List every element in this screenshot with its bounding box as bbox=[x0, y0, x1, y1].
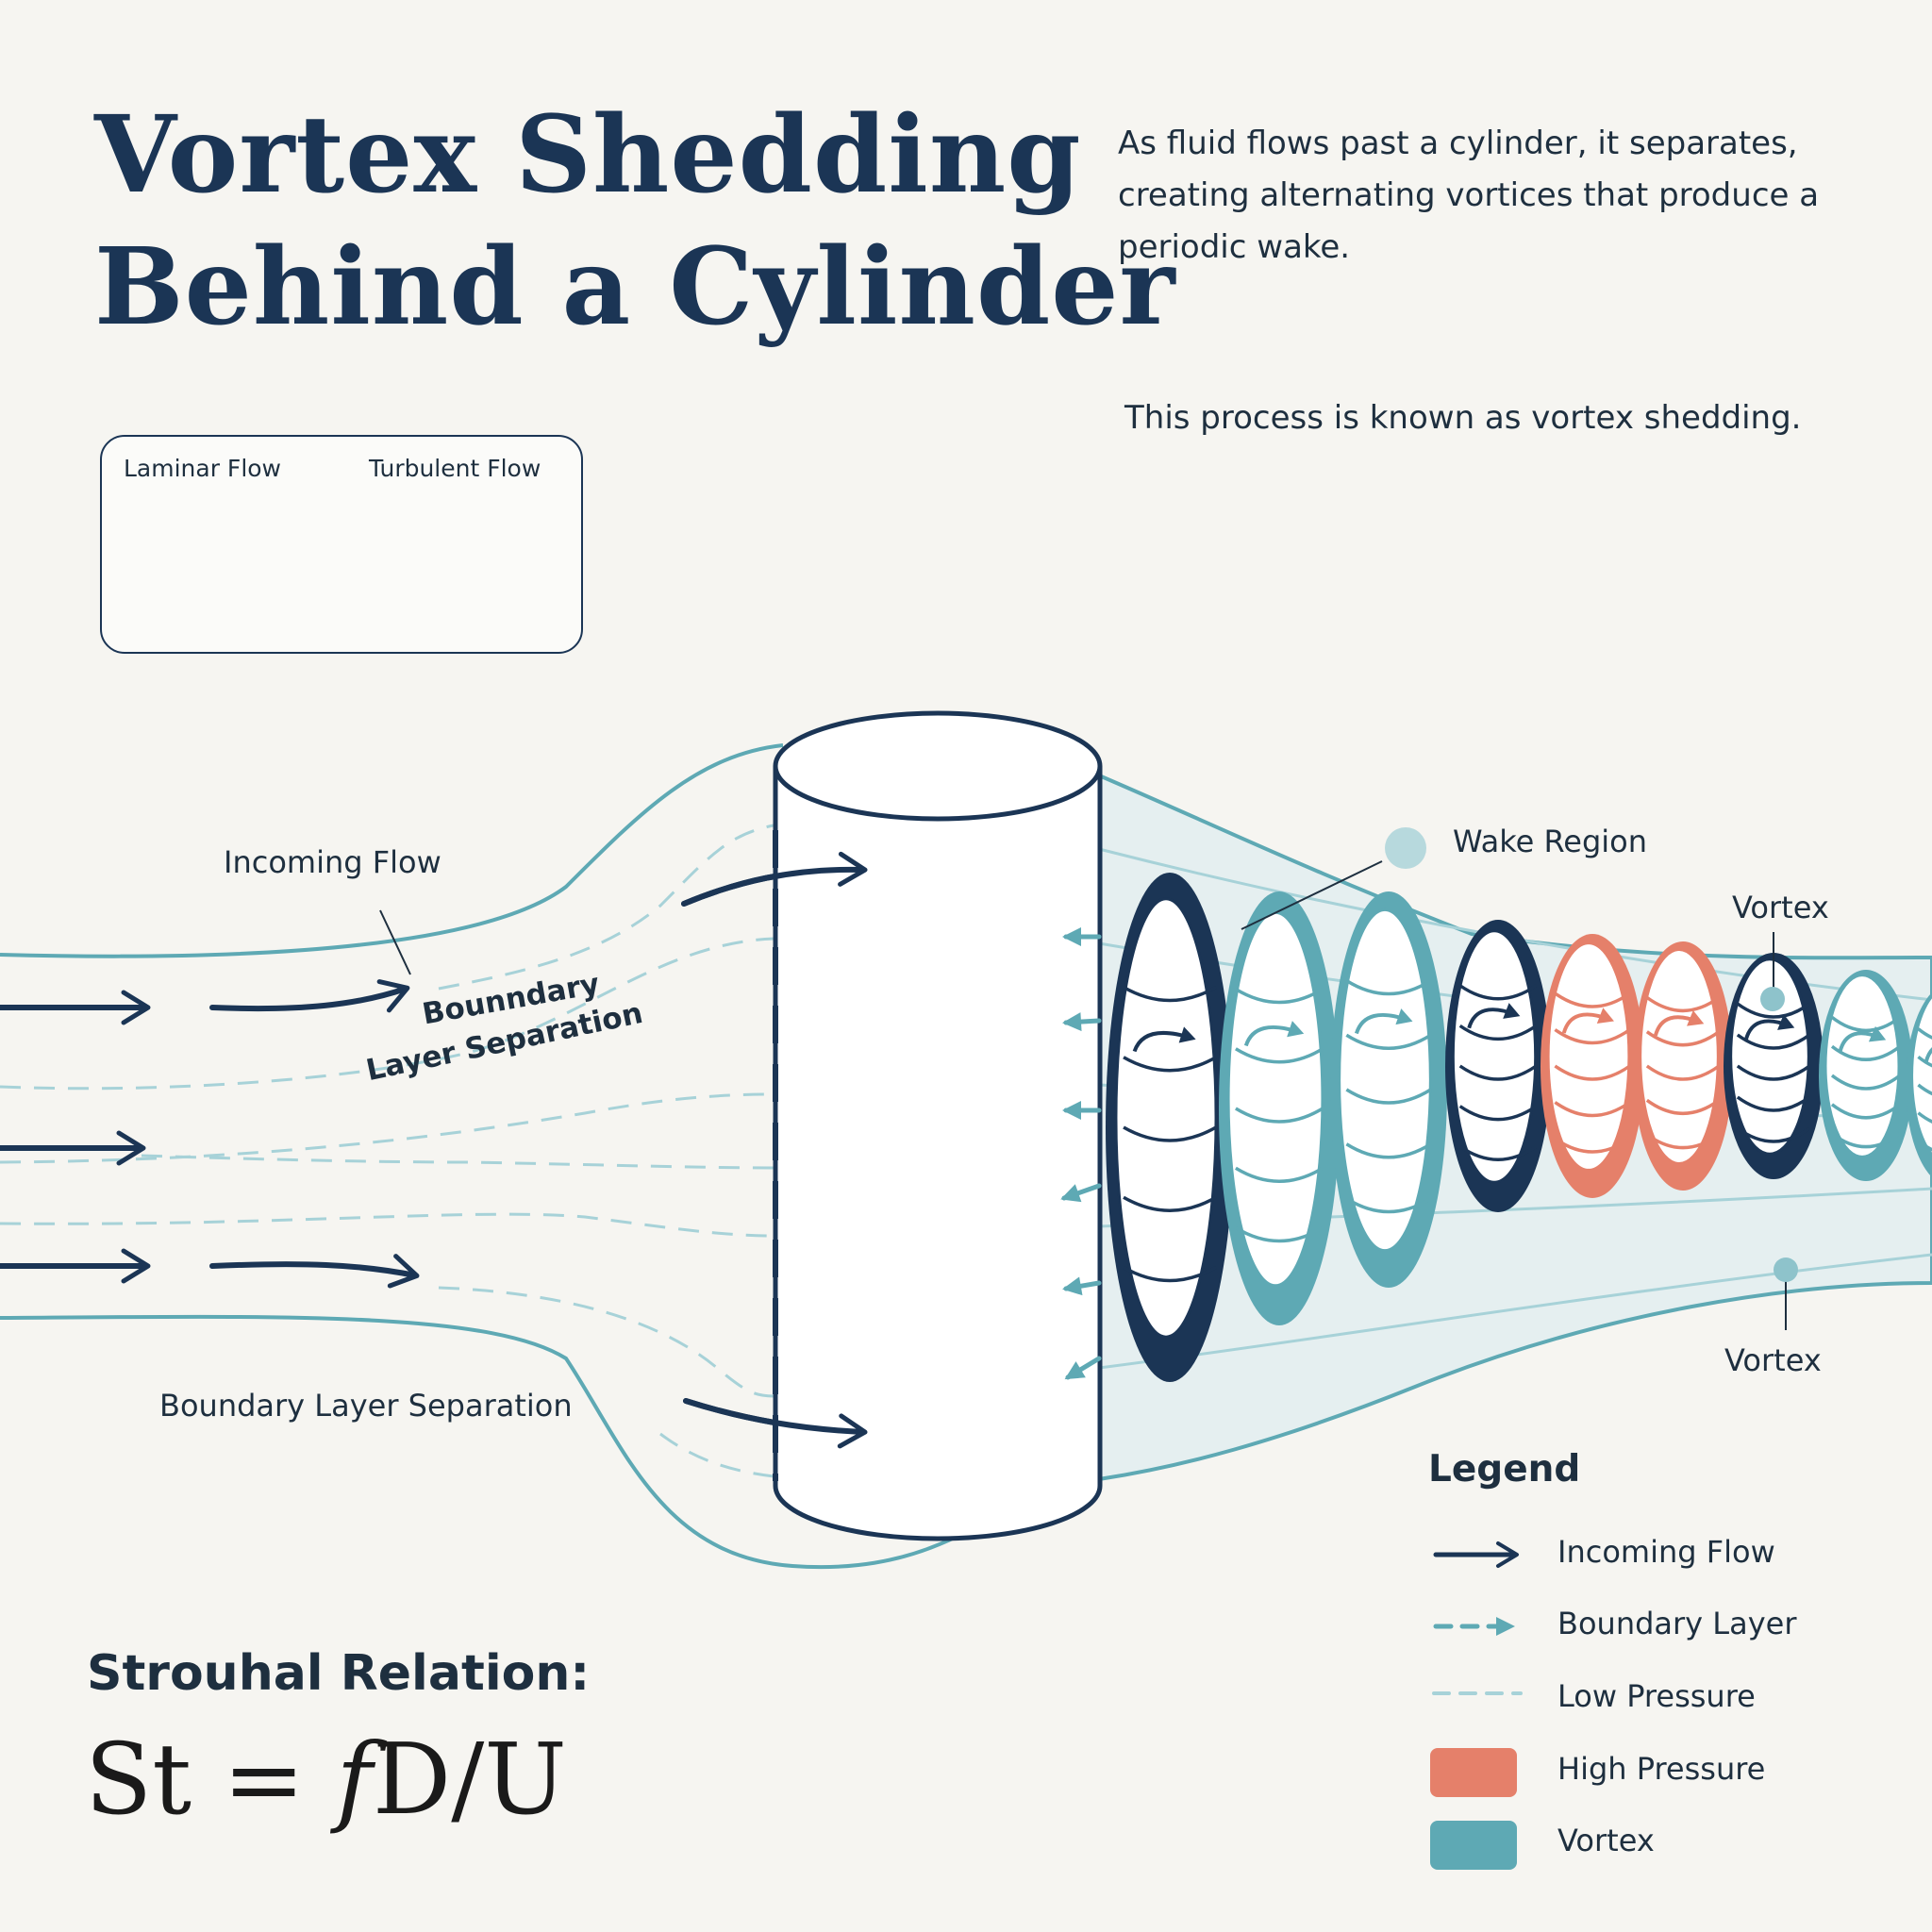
flow-channel-bottom-boundary bbox=[0, 1314, 1058, 1570]
vortex-2 bbox=[1219, 891, 1340, 1325]
title-line-1: Vortex Shedding bbox=[94, 93, 1082, 217]
formula-f: f bbox=[336, 1722, 373, 1837]
legend-high-pressure-swatch bbox=[1430, 1748, 1517, 1797]
vortex-bottom-label: Vortex bbox=[1724, 1342, 1822, 1378]
legend-high-pressure-label: High Pressure bbox=[1557, 1751, 1766, 1787]
legend-vortex-swatch bbox=[1430, 1821, 1517, 1870]
strouhal-heading: Strouhal Relation: bbox=[87, 1645, 591, 1702]
incoming-flow-leader bbox=[379, 909, 411, 975]
vortex-bottom-marker bbox=[1774, 1257, 1798, 1282]
vortex-8 bbox=[1819, 970, 1913, 1181]
title-line-2: Behind a Cylinder bbox=[94, 225, 1176, 349]
legend-boundary-layer-label: Boundary Layer bbox=[1557, 1606, 1797, 1641]
incoming-flow-label: Incoming Flow bbox=[224, 844, 441, 880]
vortex-5 bbox=[1541, 934, 1644, 1198]
turbulent-flow-label: Turbulent Flow bbox=[369, 455, 541, 482]
vortex-9 bbox=[1906, 991, 1932, 1178]
strouhal-formula: St = fD/U bbox=[85, 1722, 567, 1837]
legend-incoming-flow-label: Incoming Flow bbox=[1557, 1534, 1775, 1570]
vortex-top-marker bbox=[1760, 987, 1785, 1011]
formula-rest: D/U bbox=[372, 1722, 567, 1837]
recirculation-arrows bbox=[1060, 927, 1102, 1380]
wake-region-marker bbox=[1385, 827, 1426, 869]
wake-region-label: Wake Region bbox=[1453, 824, 1647, 859]
page-title: Vortex Shedding Behind a Cylinder bbox=[94, 90, 1176, 354]
boundary-layer-separation-bottom-label: Boundary Layer Separation bbox=[159, 1388, 573, 1424]
laminar-flow-label: Laminar Flow bbox=[124, 455, 282, 482]
flow-channel-top-boundary bbox=[0, 743, 784, 958]
vortex-4 bbox=[1445, 920, 1551, 1212]
legend-title: Legend bbox=[1428, 1448, 1581, 1491]
vortex-6 bbox=[1633, 941, 1733, 1191]
legend-vortex-label: Vortex bbox=[1557, 1823, 1655, 1858]
vortex-7 bbox=[1724, 953, 1824, 1179]
incoming-flow-arrows bbox=[0, 851, 868, 1449]
description-summary: This process is known as vortex shedding… bbox=[1124, 399, 1802, 437]
formula-st: St bbox=[85, 1722, 192, 1837]
vortex-street bbox=[1106, 873, 1932, 1382]
wake-region-leader bbox=[1241, 860, 1383, 930]
cylinder bbox=[681, 710, 1103, 1541]
low-pressure-streamlines bbox=[0, 824, 774, 1478]
legend-icons bbox=[1432, 1541, 1523, 1695]
flow-types-box bbox=[100, 435, 583, 654]
description-paragraph: As fluid flows past a cylinder, it separ… bbox=[1118, 125, 1820, 266]
formula-equals: = bbox=[192, 1722, 337, 1837]
vortex-top-label: Vortex bbox=[1732, 890, 1829, 925]
legend-low-pressure-label: Low Pressure bbox=[1557, 1678, 1756, 1714]
vortex-1 bbox=[1106, 873, 1234, 1382]
vortex-3 bbox=[1330, 891, 1447, 1288]
